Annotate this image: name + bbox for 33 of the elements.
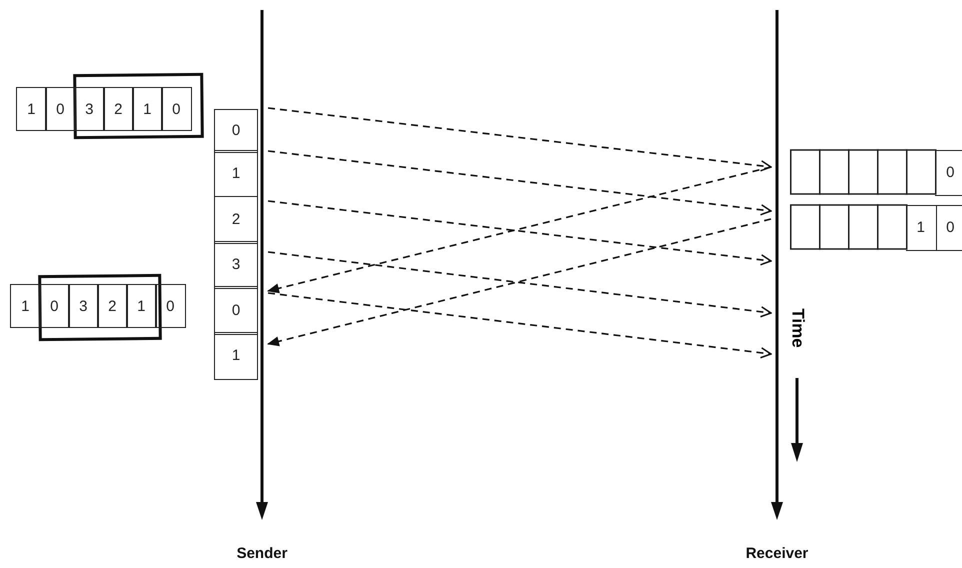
timeline-arrow: [256, 10, 268, 520]
message-arrow: [267, 218, 772, 346]
window-cell: 3: [68, 284, 98, 328]
window-cell: 0: [39, 284, 70, 328]
window-cell: 1: [126, 284, 156, 328]
window-cell: 1: [10, 284, 40, 328]
window-cell: 0: [45, 87, 76, 131]
window-cell: 2: [103, 87, 134, 131]
timeline-label: Sender: [236, 545, 288, 562]
window-cell: 0: [155, 284, 186, 328]
buffer-cell: 0: [935, 150, 962, 196]
window-cell: 3: [74, 87, 104, 131]
message-arrow: [268, 292, 772, 358]
message-arrow: [268, 251, 772, 318]
timeline-arrow: [771, 10, 783, 520]
window-cell: 2: [97, 284, 128, 328]
window-cell: 1: [132, 87, 162, 131]
sequence-cell: 0: [214, 286, 258, 334]
window-cell: 0: [161, 87, 192, 131]
sequence-cell: 2: [214, 196, 258, 244]
sequence-cell: 3: [214, 241, 258, 288]
message-arrow: [268, 107, 772, 172]
sequence-cell: 1: [214, 332, 258, 380]
sequence-cell: 0: [214, 109, 258, 152]
buffer-cell: 0: [935, 205, 962, 250]
timeline-label: Receiver: [746, 545, 808, 562]
message-arrow: [268, 150, 772, 216]
buffer-cell: 1: [906, 205, 936, 250]
message-arrow: [267, 166, 772, 294]
window-cell: 1: [16, 87, 46, 131]
time-label: Time: [788, 308, 808, 348]
sequence-cell: 1: [214, 150, 258, 196]
message-arrow: [268, 200, 772, 266]
